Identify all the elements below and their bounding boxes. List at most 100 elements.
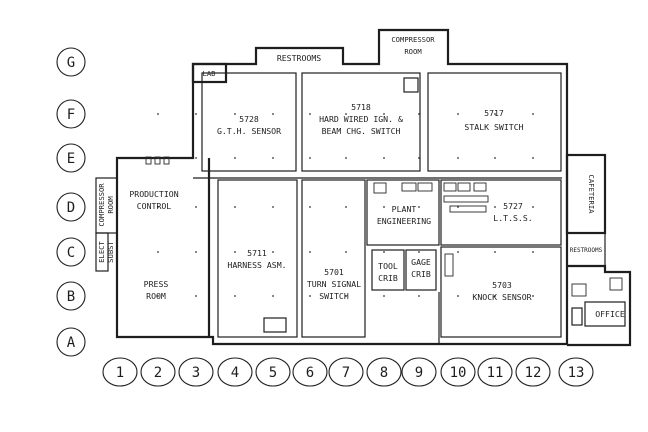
room-5728 [201,72,297,172]
grid-dot [383,295,385,297]
press-room-label-2: ROOM [146,291,166,301]
grid-dot [234,113,236,115]
column-bubble-12 [515,357,551,387]
machine-box [263,317,287,333]
grid-dot [418,157,420,159]
row-label-a: A [67,335,76,351]
row-label-c: C [67,245,75,261]
grid-dot [532,295,534,297]
grid-dot [532,157,534,159]
room-5703-name: KNOCK SENSOR [472,292,531,302]
column-bubble-10 [440,357,476,387]
row-bubble-e [56,143,86,173]
compressor-top-label: COMPRESSOR [391,35,435,44]
grid-dot [309,295,311,297]
grid-dot [494,113,496,115]
grid-dot [494,295,496,297]
grid-dot [418,295,420,297]
gage-crib-label-2: CRIB [411,269,431,279]
grid-dot [345,206,347,208]
column-label-5: 5 [269,365,277,381]
compressor-top-label-2: ROOM [404,47,422,56]
production-control-label-2: CONTROL [137,201,172,211]
room-5727-number: 5727 [503,201,523,211]
column-bubble-11 [477,357,513,387]
gage-crib-room [405,249,437,291]
grid-dot [532,113,534,115]
column-bubble-5 [255,357,291,387]
office-inner [584,301,626,327]
column-label-1: 1 [116,365,124,381]
grid-dot [272,251,274,253]
grid-dot [195,157,197,159]
column-dots [157,113,534,297]
grid-dot [195,206,197,208]
grid-dot [234,251,236,253]
grid-dot [457,113,459,115]
room-5703 [440,246,562,338]
equipment-box [403,77,419,93]
row-label-e: E [67,151,75,167]
room-5703-number: 5703 [492,280,512,290]
column-bubble-8 [366,357,402,387]
grid-dot [272,157,274,159]
office-label: OFFICE [595,309,625,319]
row-bubble-f [56,99,86,129]
room-5717-name: STALK SWITCH [464,122,523,132]
furniture [145,156,623,297]
row-bubble-a [56,327,86,357]
restrooms-right-label: RESTROOMS [570,247,603,254]
press-room-label: PRESS [144,279,169,289]
grid-dot [383,206,385,208]
lab-label: LAB [203,69,216,78]
grid-dot [418,251,420,253]
elect-label: ELECT [97,241,106,263]
grid-dot [195,251,197,253]
column-label-9: 9 [415,365,423,381]
room-5717 [427,72,562,172]
grid-dot [309,157,311,159]
column-bubble-6 [292,357,328,387]
column-bubble-7 [328,357,364,387]
production-control-label: PRODUCTION [129,189,178,199]
row-label-d: D [67,200,75,216]
room-5718-name-2: BEAM CHG. SWITCH [322,126,401,136]
subst-label: SUBST [106,241,115,263]
row-label-g: G [67,55,75,71]
grid-dot [272,206,274,208]
compressor-left-label-2: ROOM [106,196,115,214]
grid-dot [234,157,236,159]
grid-dot [457,206,459,208]
cafeteria-room [565,153,607,235]
grid-dot [457,157,459,159]
row-bubble-d [56,192,86,222]
grid-dot [383,157,385,159]
column-label-3: 3 [192,365,200,381]
grid-dot [457,251,459,253]
grid-dot [157,157,159,159]
column-label-2: 2 [154,365,162,381]
grid-dot [272,113,274,115]
grid-dot [383,113,385,115]
column-bubble-4 [217,357,253,387]
grid-dot [157,251,159,253]
column-bubble-2 [140,357,176,387]
grid-dot [157,113,159,115]
grid-dot [195,295,197,297]
grid-dot [383,251,385,253]
row-bubble-c [56,237,86,267]
room-labels: RESTROOMS COMPRESSOR ROOM LAB 5728 G.T.H… [97,35,625,319]
tool-crib-room [371,249,405,291]
column-label-7: 7 [342,365,350,381]
grid-dot [418,206,420,208]
room-5717-number: 5717 [484,108,504,118]
gage-crib-label: GAGE [411,257,431,267]
grid-dot [345,157,347,159]
grid-dot [418,113,420,115]
grid-dot [234,206,236,208]
room-5718 [301,72,421,172]
row-bubble-b [56,281,86,311]
plant-engineering-label: PLANT [392,204,417,214]
